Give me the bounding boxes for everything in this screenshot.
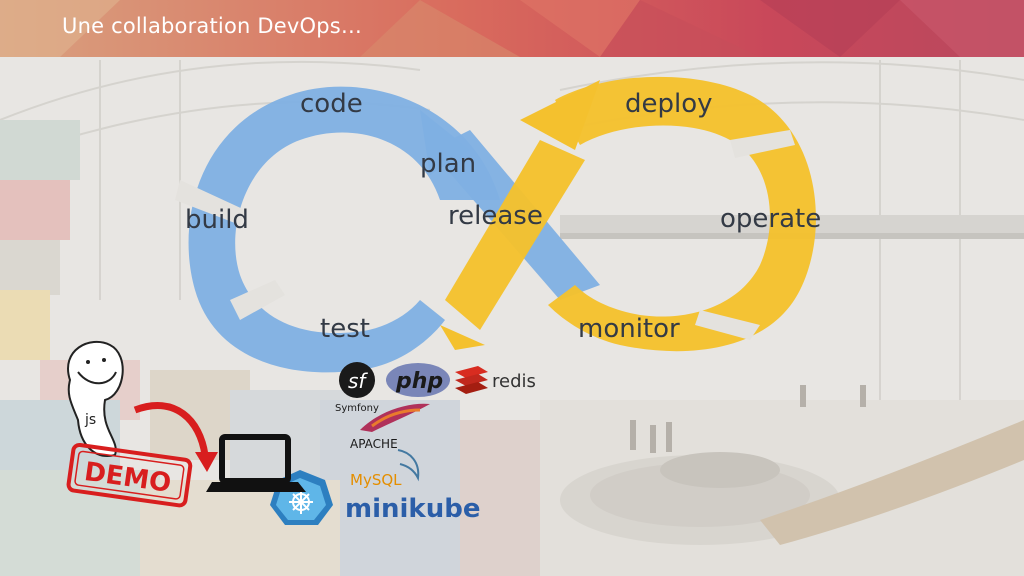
symfony-label: Symfony [335,403,379,414]
stage-release: release [448,201,543,231]
stage-plan: plan [420,149,476,179]
stage-code: code [300,89,363,119]
apache-logo: APACHE [350,403,430,451]
demo-stamp: DEMO [66,442,193,508]
slide-title: Une collaboration DevOps… [62,14,363,38]
minikube-label: minikube [345,494,480,524]
stage-deploy: deploy [625,89,713,119]
mysql-logo: MySQL [350,449,420,489]
stage-test: test [320,314,370,344]
svg-text:sf: sf [348,369,368,393]
stage-monitor: monitor [578,314,680,344]
stage-operate: operate [720,204,821,234]
apache-label: APACHE [350,437,398,451]
ops-loop [440,76,816,352]
laptop-icon [206,434,306,492]
stage-build: build [185,205,249,235]
redis-logo: redis [455,366,536,394]
symfony-logo: sf Symfony [335,362,379,414]
header-band [0,0,1024,57]
php-logo: php [386,363,450,397]
troll-face-icon: js [67,340,124,457]
redis-label: redis [492,371,536,392]
mysql-label: MySQL [350,471,402,489]
curved-arrow-icon [133,402,218,472]
php-label: php [395,369,443,394]
kubernetes-icon [289,490,313,514]
js-label: js [84,412,96,428]
